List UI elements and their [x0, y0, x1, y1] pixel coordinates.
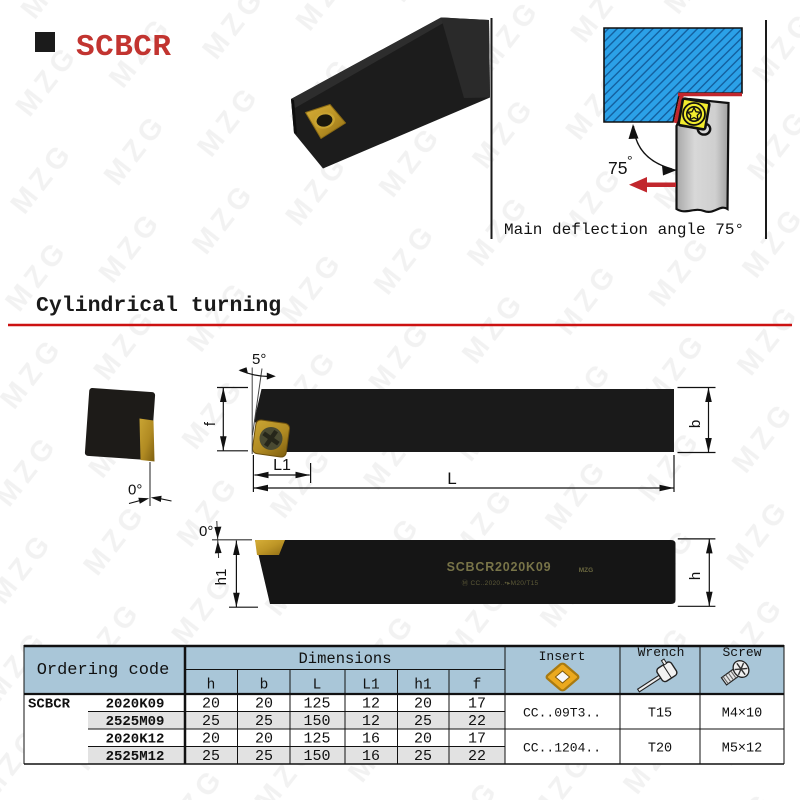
- svg-text:Wrench: Wrench: [638, 645, 685, 660]
- svg-text:17: 17: [468, 731, 486, 748]
- svg-text:150: 150: [303, 713, 330, 730]
- svg-text:20: 20: [414, 696, 432, 713]
- svg-text:20: 20: [255, 731, 273, 748]
- svg-text:20: 20: [202, 731, 220, 748]
- svg-text:0°: 0°: [128, 482, 142, 499]
- svg-text:150: 150: [303, 748, 330, 765]
- svg-text:5°: 5°: [252, 351, 266, 368]
- svg-text:b: b: [687, 420, 704, 428]
- svg-text:2020K09: 2020K09: [106, 697, 165, 713]
- svg-text:Ⓜ CC..2020..•▸M20/T15: Ⓜ CC..2020..•▸M20/T15: [462, 579, 539, 587]
- svg-text:T15: T15: [648, 707, 672, 722]
- svg-text:MZG: MZG: [579, 567, 593, 574]
- svg-text:M5×12: M5×12: [722, 742, 763, 757]
- svg-text:f: f: [202, 421, 219, 426]
- svg-text:M4×10: M4×10: [722, 707, 763, 722]
- svg-text:Cylindrical turning: Cylindrical turning: [36, 294, 281, 318]
- svg-text:25: 25: [414, 713, 432, 730]
- svg-text:°: °: [627, 153, 633, 169]
- svg-text:Ordering code: Ordering code: [37, 661, 170, 680]
- svg-text:20: 20: [414, 731, 432, 748]
- svg-text:16: 16: [362, 748, 380, 765]
- svg-text:20: 20: [202, 696, 220, 713]
- svg-text:16: 16: [362, 731, 380, 748]
- svg-text:2020K12: 2020K12: [106, 732, 165, 748]
- svg-text:12: 12: [362, 713, 380, 730]
- svg-text:L1: L1: [362, 678, 379, 694]
- svg-text:b: b: [260, 678, 269, 694]
- svg-text:h: h: [687, 572, 704, 580]
- svg-text:T20: T20: [648, 742, 672, 757]
- svg-text:2525M12: 2525M12: [106, 749, 165, 765]
- svg-text:L1: L1: [273, 457, 291, 474]
- svg-text:22: 22: [468, 748, 486, 765]
- svg-text:f: f: [473, 678, 482, 694]
- svg-text:25: 25: [255, 713, 273, 730]
- svg-text:Screw: Screw: [722, 645, 761, 660]
- svg-text:17: 17: [468, 696, 486, 713]
- svg-text:2525M09: 2525M09: [106, 714, 165, 730]
- svg-text:12: 12: [362, 696, 380, 713]
- svg-text:Main deflection angle 75°: Main deflection angle 75°: [504, 221, 744, 239]
- svg-text:25: 25: [414, 748, 432, 765]
- svg-text:SCBCR: SCBCR: [76, 30, 172, 65]
- svg-text:Insert: Insert: [539, 649, 586, 664]
- svg-text:SCBCR2020K09: SCBCR2020K09: [447, 560, 552, 574]
- svg-text:h1: h1: [414, 678, 431, 694]
- svg-text:Dimensions: Dimensions: [298, 650, 391, 668]
- svg-text:75: 75: [608, 158, 627, 178]
- svg-text:L: L: [447, 469, 456, 488]
- svg-text:h: h: [207, 678, 216, 694]
- svg-text:22: 22: [468, 713, 486, 730]
- svg-text:20: 20: [255, 696, 273, 713]
- svg-text:125: 125: [303, 731, 330, 748]
- svg-text:25: 25: [202, 713, 220, 730]
- svg-text:L: L: [313, 678, 322, 694]
- svg-text:CC..1204..: CC..1204..: [523, 741, 601, 756]
- svg-text:125: 125: [303, 696, 330, 713]
- svg-text:25: 25: [255, 748, 273, 765]
- svg-text:SCBCR: SCBCR: [28, 697, 71, 713]
- svg-text:h1: h1: [213, 569, 230, 586]
- svg-text:CC..09T3..: CC..09T3..: [523, 706, 601, 721]
- svg-text:25: 25: [202, 748, 220, 765]
- svg-text:0°: 0°: [199, 523, 213, 540]
